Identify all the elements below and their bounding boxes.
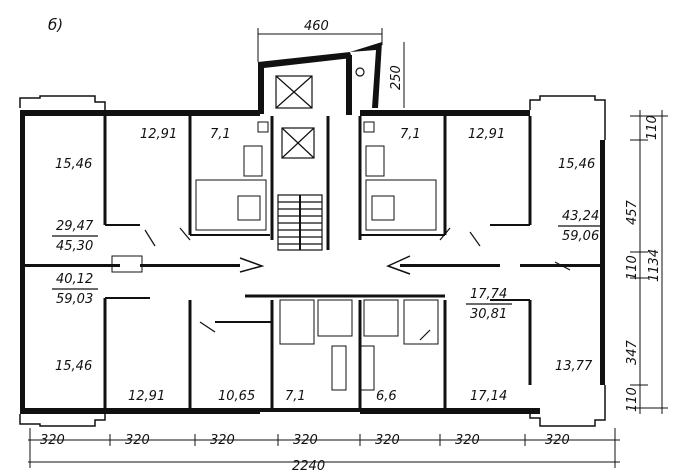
dim-right-mid: 110 xyxy=(625,255,640,280)
interior-walls xyxy=(103,116,532,408)
dim-bottom-module: 320 xyxy=(40,433,65,448)
dim-bottom-module: 320 xyxy=(210,433,235,448)
area-right-apt-total: 59,06 xyxy=(562,229,599,244)
fixtures xyxy=(111,121,439,391)
dimension-lines xyxy=(28,28,668,468)
dim-bottom-module: 320 xyxy=(545,433,570,448)
dim-right-lower: 347 xyxy=(625,339,640,365)
area-right2-apt-living: 17,74 xyxy=(470,287,507,302)
area-left2-apt-total: 59,03 xyxy=(56,292,93,307)
figure-label: б) xyxy=(48,16,63,34)
area-right2-apt-total: 30,81 xyxy=(470,307,507,322)
area-left2-apt-living: 40,12 xyxy=(56,272,93,287)
area-top-right-kitchen: 7,1 xyxy=(400,127,421,142)
area-bottom-kitchen-1: 7,1 xyxy=(285,389,306,404)
dim-bottom-module: 320 xyxy=(293,433,318,448)
area-top-left-room: 12,91 xyxy=(140,127,177,142)
dim-right-bottom: 110 xyxy=(625,387,640,412)
area-bottom-kitchen-2: 6,6 xyxy=(376,389,397,404)
area-right-apt-living: 43,24 xyxy=(562,209,599,224)
dim-top-depth: 250 xyxy=(389,65,404,90)
area-top-right-room: 12,91 xyxy=(468,127,505,142)
area-bottom-room-2: 10,65 xyxy=(218,389,255,404)
area-bottom-room-1: 12,91 xyxy=(128,389,165,404)
elevator-shafts xyxy=(275,67,365,159)
staircase xyxy=(277,194,323,251)
door-swings xyxy=(144,227,571,341)
area-left-apt-total: 45,30 xyxy=(56,239,93,254)
dim-right-total: 1134 xyxy=(647,249,662,282)
dim-top-width: 460 xyxy=(304,19,329,34)
dim-right-upper: 457 xyxy=(625,199,640,225)
area-bottom-room-3: 17,14 xyxy=(470,389,507,404)
area-left-lower-loggia: 15,46 xyxy=(55,359,92,374)
area-top-left-kitchen: 7,1 xyxy=(210,127,231,142)
dim-bottom-module: 320 xyxy=(455,433,480,448)
area-left-apt-living: 29,47 xyxy=(56,219,94,234)
dim-right-top: 110 xyxy=(645,115,660,140)
dim-bottom-module: 320 xyxy=(375,433,400,448)
area-right-upper-loggia: 15,46 xyxy=(558,157,595,172)
loggias xyxy=(19,95,606,427)
dim-bottom-total: 2240 xyxy=(292,459,325,474)
area-left-upper-loggia: 15,46 xyxy=(55,157,92,172)
area-right-lower-loggia: 13,77 xyxy=(555,359,593,374)
dim-bottom-module: 320 xyxy=(125,433,150,448)
